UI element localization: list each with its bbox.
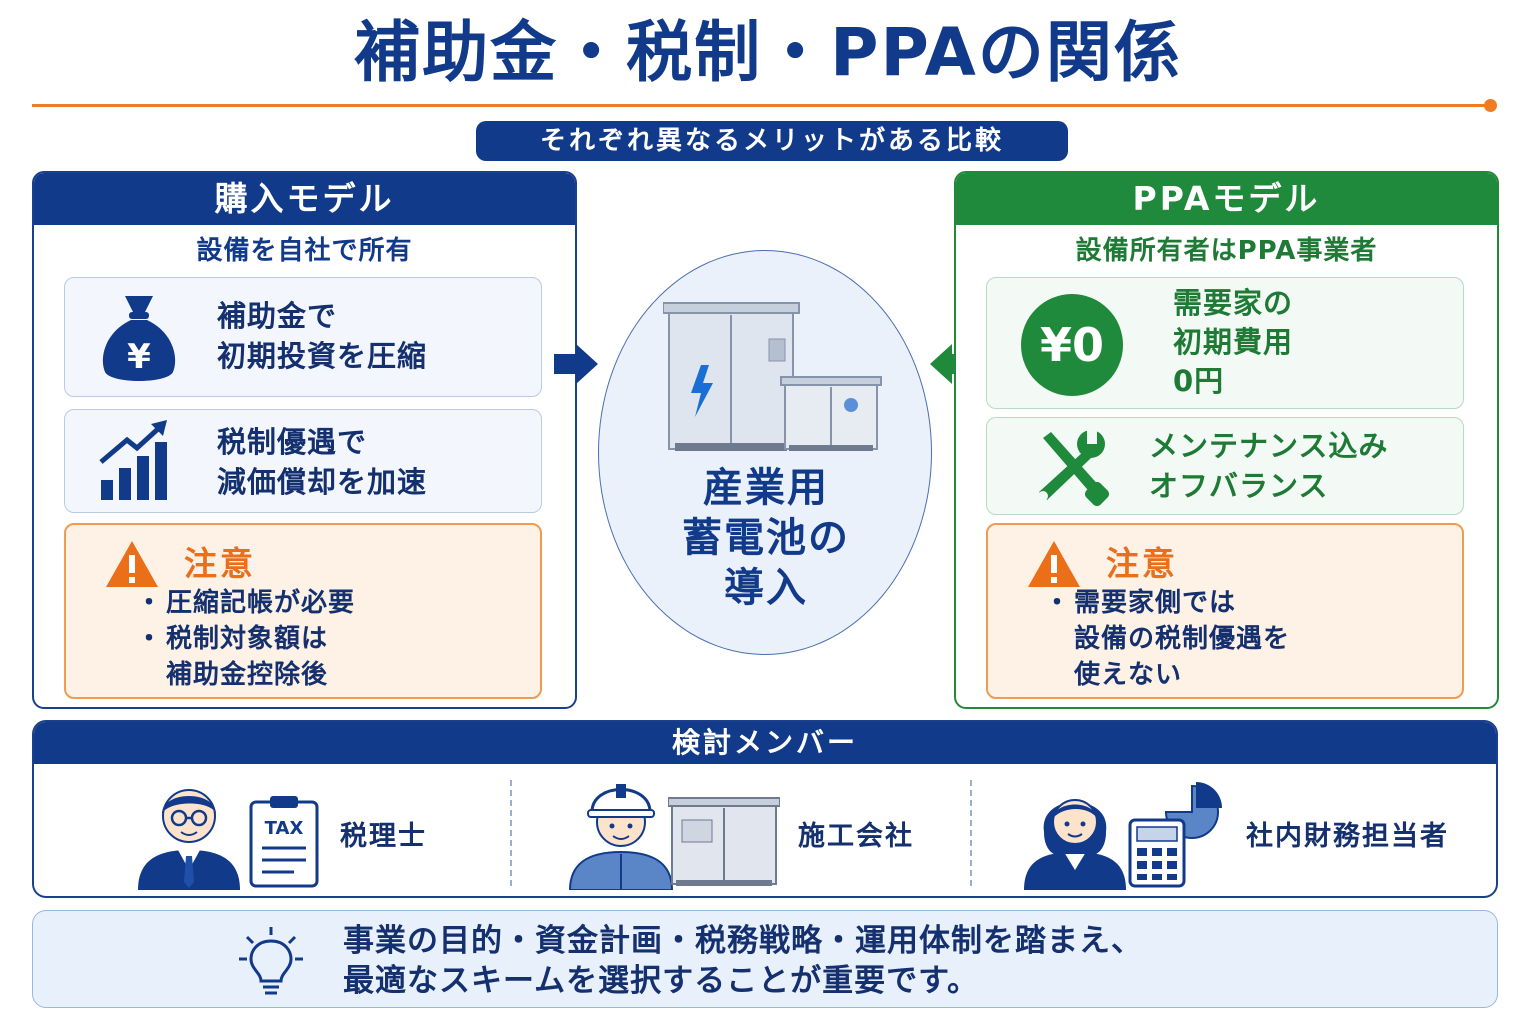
svg-text:¥: ¥ bbox=[127, 337, 151, 377]
ppa-caution-title: 注意 bbox=[1106, 544, 1178, 583]
member-construction-company: 施工会社 bbox=[798, 821, 914, 852]
ppa-caution-item: 需要家側では 設備の税制優遇を 使えない bbox=[1044, 585, 1290, 693]
purchase-caution-item: 税制対象額は 補助金控除後 bbox=[136, 621, 355, 693]
tax-accountant-avatar-icon bbox=[138, 789, 240, 890]
members-panel: 検討メンバー TAX 税理士 施 bbox=[32, 720, 1498, 898]
tax-doc-label: TAX bbox=[265, 818, 304, 839]
purchase-caution-box: 注意 圧縮記帳が必要 税制対象額は 補助金控除後 bbox=[64, 523, 542, 699]
members-header: 検討メンバー bbox=[34, 722, 1496, 764]
ppa-caution-list: 需要家側では 設備の税制優遇を 使えない bbox=[1044, 585, 1290, 693]
arrow-right-icon bbox=[554, 344, 598, 384]
member-separator bbox=[970, 780, 972, 886]
warning-icon bbox=[1028, 541, 1080, 587]
purchase-caution-list: 圧縮記帳が必要 税制対象額は 補助金控除後 bbox=[136, 585, 355, 693]
equipment-cabinet-icon bbox=[668, 797, 780, 886]
money-bag-yen-icon: ¥ bbox=[102, 296, 176, 381]
ppa-caution-box: 注意 需要家側では 設備の税制優遇を 使えない bbox=[986, 523, 1464, 699]
lightbulb-icon bbox=[239, 927, 303, 995]
page-title: 補助金・税制・PPAの関係 bbox=[354, 14, 1182, 91]
finance-staff-avatar-icon bbox=[1024, 799, 1126, 890]
member-finance-staff: 社内財務担当者 bbox=[1246, 821, 1449, 852]
zero-cost-card-text: 需要家の 初期費用 0円 bbox=[1173, 286, 1294, 398]
tax-incentive-card-text: 税制優遇で 減価償却を加速 bbox=[217, 425, 428, 499]
title-underline-dot bbox=[1484, 99, 1497, 112]
purchase-model-header: 購入モデル bbox=[34, 173, 575, 225]
zero-cost-card: ¥0 需要家の 初期費用 0円 bbox=[986, 277, 1464, 409]
ppa-model-panel: PPAモデル 設備所有者はPPA事業者 ¥0 需要家の 初期費用 0円 メンテナ… bbox=[954, 171, 1499, 709]
maintenance-card: メンテナンス込み オフバランス bbox=[986, 417, 1464, 515]
member-separator bbox=[510, 780, 512, 886]
member-tax-accountant: 税理士 bbox=[340, 821, 427, 852]
purchase-model-subheader: 設備を自社で所有 bbox=[196, 236, 413, 266]
ppa-model-header: PPAモデル bbox=[956, 173, 1497, 225]
tax-incentive-card: 税制優遇で 減価償却を加速 bbox=[64, 409, 542, 513]
purchase-caution-title: 注意 bbox=[184, 544, 256, 583]
growth-chart-icon bbox=[99, 420, 167, 500]
calculator-pie-chart-icon bbox=[1128, 782, 1222, 888]
subsidy-card: ¥ 補助金で 初期投資を圧縮 bbox=[64, 277, 542, 397]
purchase-caution-item: 圧縮記帳が必要 bbox=[136, 585, 355, 621]
tax-clipboard-icon: TAX bbox=[249, 796, 319, 888]
conclusion-text: 事業の目的・資金計画・税務戦略・運用体制を踏まえ、 最適なスキームを選択すること… bbox=[343, 923, 1143, 999]
title-underline bbox=[32, 104, 1490, 107]
conclusion-box: 事業の目的・資金計画・税務戦略・運用体制を踏まえ、 最適なスキームを選択すること… bbox=[32, 910, 1498, 1008]
maintenance-card-text: メンテナンス込み オフバランス bbox=[1149, 429, 1389, 503]
subtitle-badge: それぞれ異なるメリットがある比較 bbox=[476, 121, 1068, 161]
zero-yen-badge: ¥0 bbox=[1021, 294, 1123, 396]
construction-worker-avatar-icon bbox=[568, 784, 674, 890]
subsidy-card-text: 補助金で 初期投資を圧縮 bbox=[217, 299, 428, 373]
center-label: 産業用 蓄電池の 導入 bbox=[682, 465, 850, 611]
wrench-screwdriver-icon bbox=[1038, 430, 1110, 506]
ppa-model-subheader: 設備所有者はPPA事業者 bbox=[1075, 236, 1378, 266]
battery-storage-cabinet-icon bbox=[663, 302, 882, 451]
center-battery-circle: 産業用 蓄電池の 導入 bbox=[598, 250, 932, 655]
purchase-model-panel: 購入モデル 設備を自社で所有 ¥ 補助金で 初期投資を圧縮 税制優遇で 減価償却… bbox=[32, 171, 577, 709]
warning-icon bbox=[106, 541, 158, 587]
